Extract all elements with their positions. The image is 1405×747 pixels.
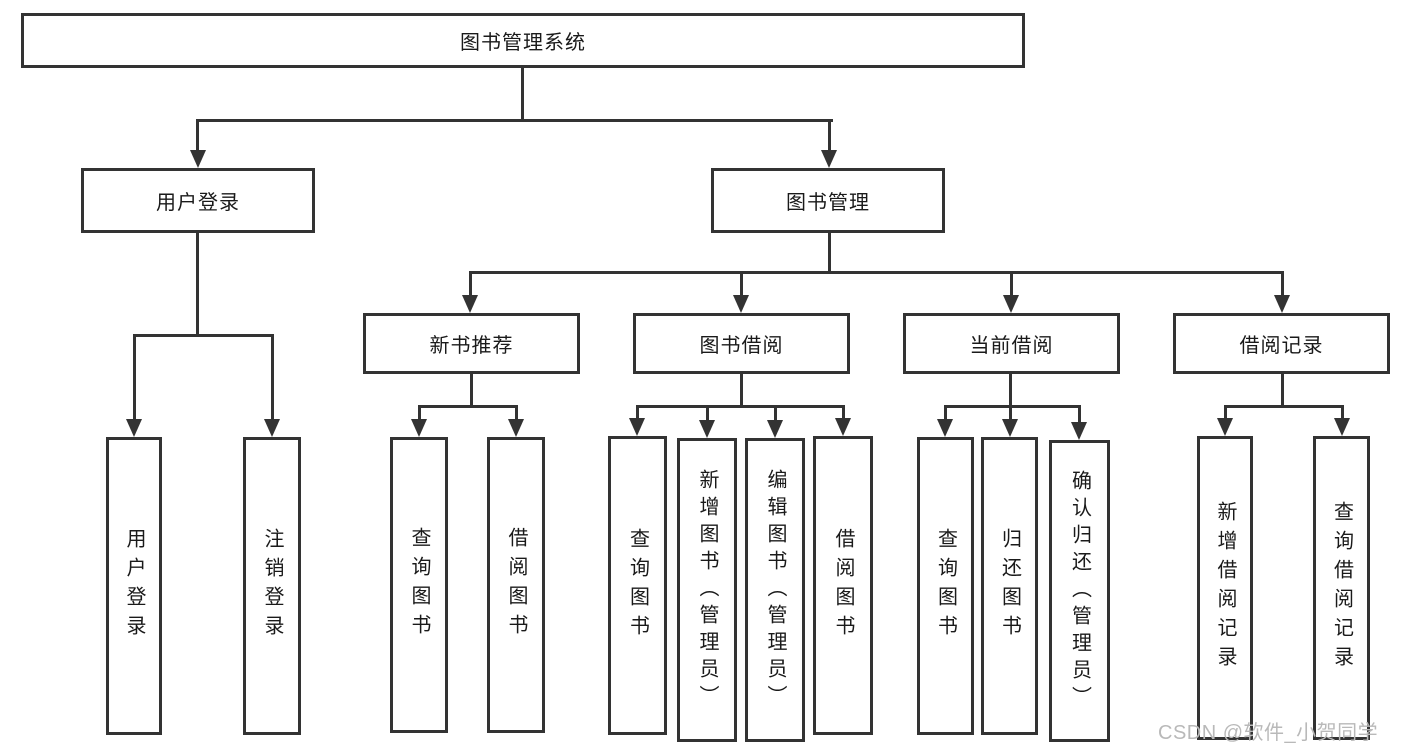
connector-line xyxy=(133,334,136,429)
leaf-borrow-books: 借阅图书 xyxy=(487,437,545,733)
node-book-management: 图书管理 xyxy=(711,168,945,233)
connector-line xyxy=(944,405,947,430)
connector-line xyxy=(469,271,472,303)
connector-line xyxy=(469,271,1283,274)
arrow-down-icon xyxy=(1274,295,1290,313)
leaf-label: 注销登录 xyxy=(261,528,283,644)
arrow-down-icon xyxy=(1217,418,1233,436)
connector-line xyxy=(842,405,845,429)
connector-line xyxy=(271,334,274,429)
connector-line xyxy=(1009,374,1012,408)
node-label: 新书推荐 xyxy=(429,335,514,357)
leaf-user-login: 用户登录 xyxy=(106,437,162,735)
connector-line xyxy=(740,374,743,408)
connector-line xyxy=(1010,271,1013,303)
node-current-borrow: 当前借阅 xyxy=(903,313,1120,374)
arrow-down-icon xyxy=(264,419,280,437)
leaf-label: 确认归还（管理员） xyxy=(1068,469,1091,713)
node-book-borrow: 图书借阅 xyxy=(633,313,850,374)
connector-line xyxy=(196,233,199,337)
connector-line xyxy=(521,68,524,122)
leaf-label: 编辑图书（管理员） xyxy=(764,468,786,712)
leaf-label: 新增借阅记录 xyxy=(1214,501,1236,675)
leaf-label: 归还图书 xyxy=(998,528,1021,644)
arrow-down-icon xyxy=(835,418,851,436)
leaf-add-books-admin: 新增图书（管理员） xyxy=(677,438,737,742)
connector-line xyxy=(1224,405,1227,429)
connector-line xyxy=(636,405,639,429)
node-label: 图书借阅 xyxy=(699,335,784,357)
arrow-down-icon xyxy=(411,419,427,437)
leaf-return-books: 归还图书 xyxy=(981,437,1038,735)
connector-line xyxy=(1078,405,1081,433)
connector-line xyxy=(944,405,1081,408)
connector-line xyxy=(470,374,473,407)
leaf-query-books: 查询图书 xyxy=(608,436,667,735)
leaf-borrow-books: 借阅图书 xyxy=(813,436,873,735)
arrow-down-icon xyxy=(1002,419,1018,437)
arrow-down-icon xyxy=(629,418,645,436)
node-label: 用户登录 xyxy=(156,192,240,214)
arrow-down-icon xyxy=(508,419,524,437)
leaf-edit-books-admin: 编辑图书（管理员） xyxy=(745,438,805,742)
connector-line xyxy=(706,405,709,431)
csdn-watermark: CSDN @软件_小贺同学 xyxy=(1158,722,1379,744)
leaf-label: 查询图书 xyxy=(408,527,430,643)
arrow-down-icon xyxy=(937,419,953,437)
arrow-down-icon xyxy=(190,150,206,168)
connector-line xyxy=(196,119,199,163)
arrow-down-icon xyxy=(1334,418,1350,436)
node-borrow-records: 借阅记录 xyxy=(1173,313,1390,374)
arrow-down-icon xyxy=(767,420,783,438)
leaf-query-borrow-record: 查询借阅记录 xyxy=(1313,436,1370,740)
arrow-down-icon xyxy=(821,150,837,168)
connector-line xyxy=(1341,405,1344,429)
leaf-label: 借阅图书 xyxy=(832,527,854,644)
connector-line xyxy=(740,271,743,303)
leaf-confirm-return-admin: 确认归还（管理员） xyxy=(1049,440,1110,742)
leaf-label: 新增图书（管理员） xyxy=(696,468,718,712)
connector-line xyxy=(515,405,518,430)
connector-line xyxy=(418,405,421,430)
leaf-add-borrow-record: 新增借阅记录 xyxy=(1197,436,1253,740)
arrow-down-icon xyxy=(1071,422,1087,440)
connector-line xyxy=(1281,374,1284,407)
node-label: 图书管理 xyxy=(786,192,870,214)
arrow-down-icon xyxy=(699,420,715,438)
node-library-system: 图书管理系统 xyxy=(21,13,1025,68)
arrow-down-icon xyxy=(462,295,478,313)
connector-line xyxy=(1281,271,1284,303)
leaf-label: 查询图书 xyxy=(934,528,957,644)
connector-line xyxy=(133,334,274,337)
connector-line xyxy=(828,119,831,163)
connector-line xyxy=(418,405,518,408)
connector-line xyxy=(1009,405,1012,430)
arrow-down-icon xyxy=(1003,295,1019,313)
leaf-label: 查询图书 xyxy=(626,527,649,644)
node-label: 借阅记录 xyxy=(1239,335,1324,357)
arrow-down-icon xyxy=(733,295,749,313)
node-label: 图书管理系统 xyxy=(460,32,586,54)
node-label: 当前借阅 xyxy=(969,335,1054,357)
leaf-query-books: 查询图书 xyxy=(917,437,974,735)
connector-line xyxy=(774,405,777,431)
leaf-label: 查询借阅记录 xyxy=(1330,501,1353,675)
leaf-label: 借阅图书 xyxy=(505,527,527,643)
connector-line xyxy=(636,405,845,408)
connector-line xyxy=(828,233,831,274)
arrow-down-icon xyxy=(126,419,142,437)
connector-line xyxy=(196,119,833,122)
connector-line xyxy=(1224,405,1344,408)
leaf-label: 用户登录 xyxy=(123,528,145,644)
node-user-login-group: 用户登录 xyxy=(81,168,315,233)
node-new-book-recommend: 新书推荐 xyxy=(363,313,580,374)
leaf-query-books: 查询图书 xyxy=(390,437,448,733)
leaf-logout: 注销登录 xyxy=(243,437,301,735)
